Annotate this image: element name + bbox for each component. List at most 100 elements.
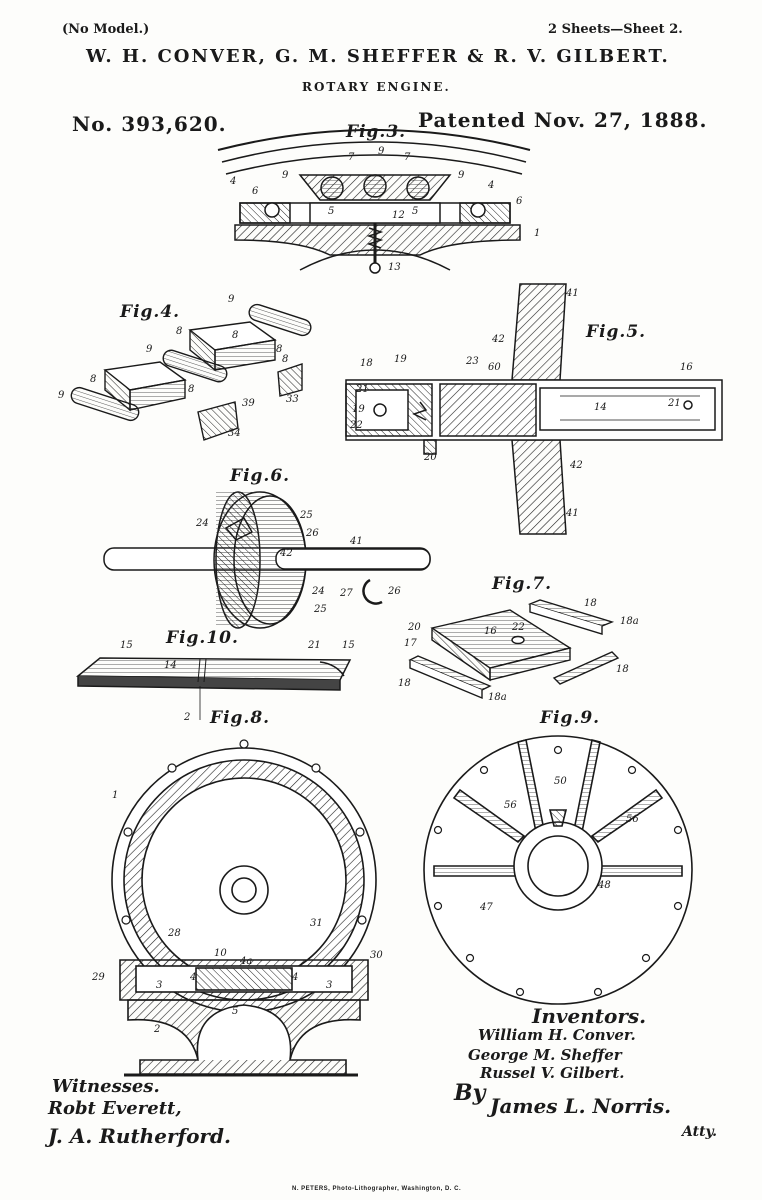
fig5-ref: 18 <box>360 358 373 369</box>
fig7-ref: 17 <box>404 638 417 649</box>
fig8-ref: 30 <box>370 950 383 961</box>
fig5-label: Fig.5. <box>586 322 646 342</box>
fig5-ref: 42 <box>492 334 505 345</box>
fig4-ref: 33 <box>286 394 299 405</box>
fig8-ref: 29 <box>92 972 105 983</box>
fig10-ref: 15 <box>120 640 133 651</box>
fig6-drawing <box>104 492 430 628</box>
fig4-ref: 8 <box>90 374 96 385</box>
fig8-ref: 3 <box>326 980 332 991</box>
inventors-heading: Inventors. <box>532 1004 646 1028</box>
fig3-label: Fig.3. <box>346 122 406 142</box>
fig6-ref: 24 <box>196 518 209 529</box>
fig3-ref: 6 <box>516 196 522 207</box>
fig3-ref: 13 <box>388 262 401 273</box>
fig8-drawing <box>112 740 376 1075</box>
fig4-ref: 9 <box>146 344 152 355</box>
lithographer-credit: N. PETERS, Photo-Lithographer, Washingto… <box>292 1186 461 1192</box>
fig5-drawing <box>346 284 722 534</box>
fig8-ref: 31 <box>310 918 323 929</box>
fig4-ref: 9 <box>228 294 234 305</box>
fig3-ref: 9 <box>282 170 288 181</box>
fig5-ref: 23 <box>466 356 479 367</box>
fig10-ref: 21 <box>308 640 321 651</box>
fig8-ref: 4 <box>190 972 196 983</box>
fig9-ref: 48 <box>598 880 611 891</box>
fig10-ref: 2 <box>184 712 190 723</box>
fig7-ref: 18a <box>620 616 639 627</box>
fig8-ref: 1 <box>112 790 118 801</box>
fig4-ref: 34 <box>228 428 241 439</box>
fig8-label: Fig.8. <box>210 708 270 728</box>
fig6-ref: 41 <box>350 536 363 547</box>
fig3-ref: 4 <box>230 176 236 187</box>
by-label: By <box>454 1080 485 1106</box>
fig5-ref: 41 <box>566 508 579 519</box>
fig8-ref: 28 <box>168 928 181 939</box>
fig7-drawing <box>410 600 618 698</box>
fig7-ref: 18 <box>616 664 629 675</box>
fig8-ref: 10 <box>214 948 227 959</box>
fig3-ref: 9 <box>458 170 464 181</box>
fig5-ref: 60 <box>488 362 501 373</box>
fig3-drawing <box>218 130 530 273</box>
fig6-ref: 42 <box>280 548 293 559</box>
fig6-ref: 25 <box>300 510 313 521</box>
fig7-label: Fig.7. <box>492 574 552 594</box>
fig9-ref: 56 <box>626 814 639 825</box>
fig6-ref: 27 <box>340 588 353 599</box>
fig9-ref: 50 <box>554 776 567 787</box>
fig7-ref: 18 <box>584 598 597 609</box>
fig8-ref: 4a <box>240 956 252 967</box>
fig5-ref: 21 <box>356 384 369 395</box>
fig4-ref: 8 <box>282 354 288 365</box>
fig6-label: Fig.6. <box>230 466 290 486</box>
fig4-drawing <box>69 303 313 440</box>
inventor-signature: William H. Conver. <box>478 1026 636 1044</box>
atty-label: Atty. <box>682 1124 717 1140</box>
fig3-ref: 6 <box>252 186 258 197</box>
fig7-ref: 22 <box>512 622 525 633</box>
fig9-ref: 47 <box>480 902 493 913</box>
fig7-ref: 20 <box>408 622 421 633</box>
fig5-ref: 19 <box>352 404 365 415</box>
fig8-ref: 5 <box>232 1006 238 1017</box>
inventor-signature: Russel V. Gilbert. <box>480 1064 624 1082</box>
fig5-ref: 22 <box>350 420 363 431</box>
fig4-ref: 39 <box>242 398 255 409</box>
witnesses-heading: Witnesses. <box>52 1076 160 1097</box>
fig3-ref: 9 <box>378 146 384 157</box>
fig3-ref: 7 <box>348 152 354 163</box>
fig6-ref: 26 <box>388 586 401 597</box>
fig5-ref: 14 <box>594 402 607 413</box>
fig5-ref: 16 <box>680 362 693 373</box>
fig8-ref: 2 <box>154 1024 160 1035</box>
fig3-ref: 4 <box>488 180 494 191</box>
fig3-ref: 1 <box>534 228 540 239</box>
fig5-ref: 20 <box>424 452 437 463</box>
fig6-ref: 25 <box>314 604 327 615</box>
fig3-ref: 5 <box>328 206 334 217</box>
fig7-ref: 16 <box>484 626 497 637</box>
fig10-ref: 15 <box>342 640 355 651</box>
fig3-ref: 5 <box>412 206 418 217</box>
fig3-ref: 7 <box>404 152 410 163</box>
fig4-ref: 8 <box>232 330 238 341</box>
fig10-ref: 14 <box>164 660 177 671</box>
fig8-ref: 3 <box>156 980 162 991</box>
fig5-ref: 41 <box>566 288 579 299</box>
attorney-signature: James L. Norris. <box>490 1094 671 1118</box>
witness-signature: Robt Everett, <box>48 1098 182 1119</box>
fig8-ref: 4 <box>292 972 298 983</box>
fig7-ref: 18 <box>398 678 411 689</box>
fig5-ref: 21 <box>668 398 681 409</box>
witness-signature: J. A. Rutherford. <box>48 1124 231 1148</box>
fig9-label: Fig.9. <box>540 708 600 728</box>
fig5-ref: 42 <box>570 460 583 471</box>
fig7-ref: 18a <box>488 692 507 703</box>
fig5-ref: 19 <box>394 354 407 365</box>
inventor-signature: George M. Sheffer <box>468 1046 622 1064</box>
fig4-ref: 8 <box>176 326 182 337</box>
fig4-ref: 9 <box>58 390 64 401</box>
